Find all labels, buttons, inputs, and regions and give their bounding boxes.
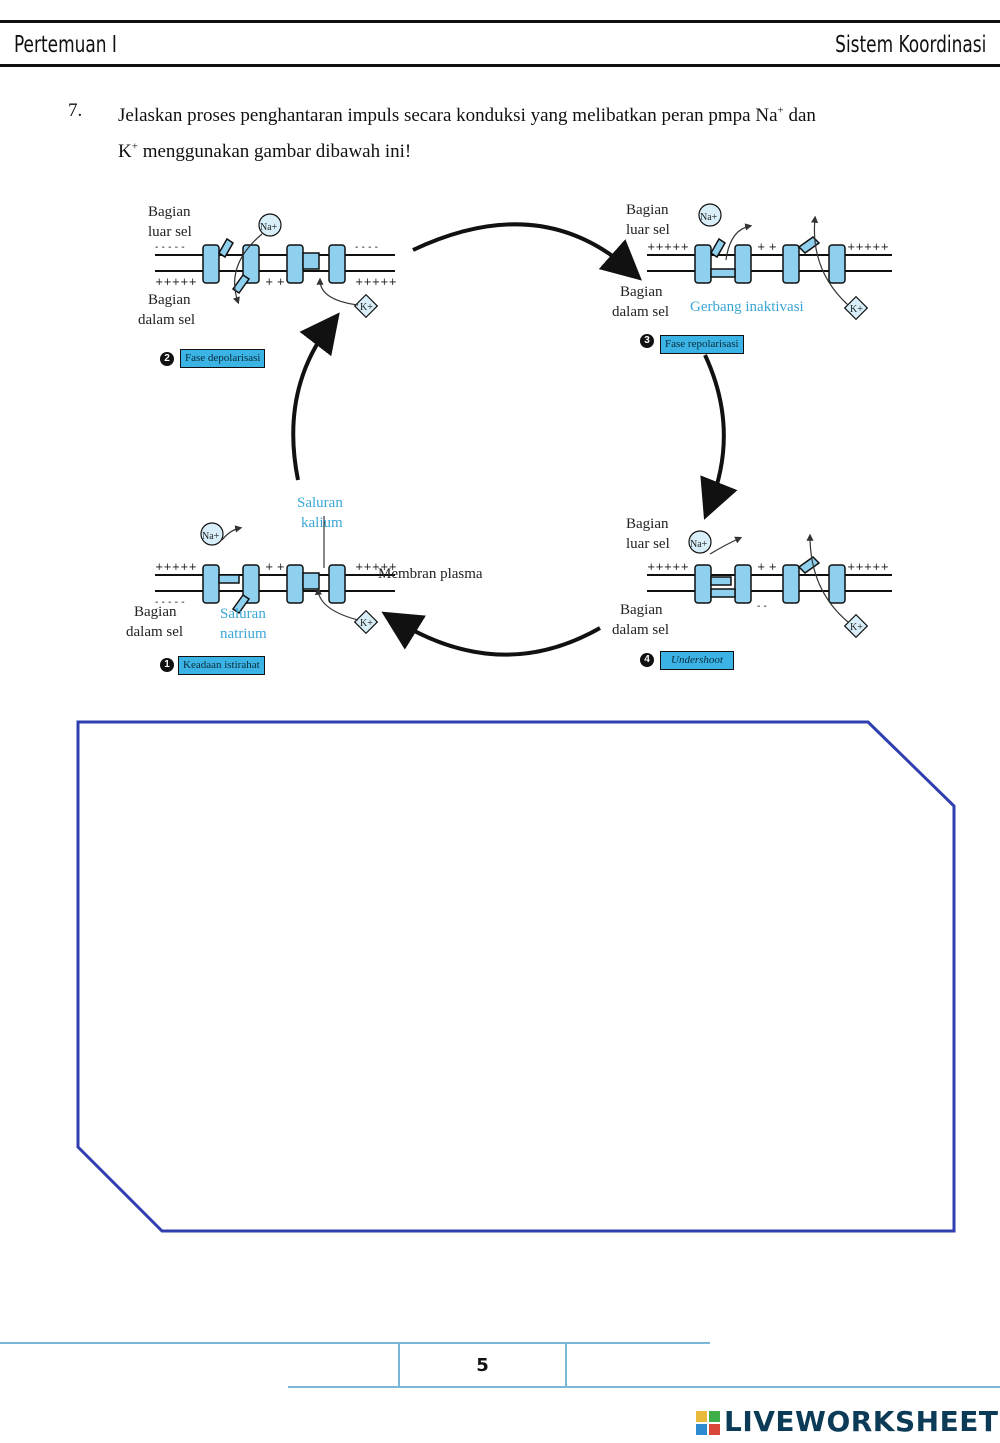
panel-2-na-ion: [258, 213, 282, 237]
svg-text:- - - - -: - - - - -: [155, 242, 185, 253]
panel-1-na-label: Na+: [202, 531, 220, 542]
question-number: 7.: [68, 100, 83, 121]
panel-4-phase-label: Undershoot: [660, 651, 734, 670]
footer-divider-left: [398, 1342, 400, 1388]
panel-3-k-label: K+: [850, 304, 863, 315]
svg-text:+++++: +++++: [155, 277, 197, 288]
cycle-arrow-1-to-2: [291, 312, 340, 481]
panel-2-membrane: - - - - - - - - - +++++ +++++ + +: [155, 237, 397, 295]
svg-text:+++++: +++++: [155, 562, 197, 573]
action-potential-figure: - - - - - - - - - +++++ +++++ + + +++++ …: [120, 190, 910, 690]
svg-text:+ +: + +: [757, 562, 777, 573]
question-line2: K+ menggunakan gambar dibawah ini!: [118, 140, 412, 162]
question-text: Jelaskan proses penghantaran impuls seca…: [118, 96, 954, 167]
panel-3-number: 3: [640, 334, 654, 348]
panel-2-k-ion: [353, 293, 379, 319]
panel-2-na-label: Na+: [260, 222, 278, 233]
svg-text:+++++: +++++: [847, 242, 889, 253]
panel-4-membrane: +++++ +++++ + + - -: [647, 556, 892, 612]
panel-3-na-label: Na+: [700, 212, 718, 223]
question-line1: Jelaskan proses penghantaran impuls seca…: [118, 105, 816, 127]
footer-rule-bottom: [288, 1386, 1000, 1388]
panel-2-number: 2: [160, 352, 174, 366]
cycle-arrow-3-to-4: [700, 354, 738, 520]
svg-text:+ +: + +: [265, 277, 285, 288]
panel-1-membrane-label: Membran plasma: [378, 566, 483, 582]
svg-text:- - - - -: - - - - -: [155, 597, 185, 608]
header-top-rule: [0, 20, 1000, 23]
footer-rule-top: [0, 1342, 710, 1344]
panel-3-na-ion: [698, 203, 722, 227]
panel-3-phase-label: Fase repolarisasi: [660, 335, 744, 354]
panel-4-k-label: K+: [850, 622, 863, 633]
cycle-diagram: - - - - - - - - - +++++ +++++ + + +++++ …: [155, 203, 892, 657]
svg-text:+++++: +++++: [355, 562, 397, 573]
panel-3-membrane: +++++ +++++ + +: [647, 236, 892, 284]
panel-4-na-label: Na+: [690, 539, 708, 550]
panel-2-phase-label: Fase depolarisasi: [180, 349, 266, 368]
panel-3-gate-label: Gerbang inaktivasi: [690, 299, 804, 315]
cycle-arrow-2-to-3: [412, 222, 642, 281]
panel-3-k-ion: [843, 295, 869, 321]
header-bottom-rule: [0, 64, 1000, 67]
panel-4-k-ion: [843, 613, 869, 639]
svg-text:+++++: +++++: [847, 562, 889, 573]
panel-1-membrane: +++++ +++++ + + - - - - -: [155, 562, 397, 615]
page-number: 5: [476, 1355, 489, 1376]
svg-text:+++++: +++++: [647, 242, 689, 253]
liveworksheets-wordmark: LIVEWORKSHEETS: [724, 1405, 1000, 1438]
panel-4-na-ion: [688, 530, 712, 554]
svg-text:- - - -: - - - -: [355, 242, 378, 253]
header-left-title: Pertemuan I: [14, 32, 117, 58]
svg-text:+++++: +++++: [647, 562, 689, 573]
panel-4-number: 4: [640, 653, 654, 667]
panel-1-phase-label: Keadaan istirahat: [178, 656, 265, 675]
svg-text:- -: - -: [757, 601, 767, 612]
svg-text:+ +: + +: [265, 562, 285, 573]
cycle-arrow-4-to-1: [381, 611, 601, 657]
footer-divider-right: [565, 1342, 567, 1388]
header-right-title: Sistem Koordinasi: [834, 32, 986, 58]
panel-1-k-ion: [353, 609, 379, 635]
panel-1-number: 1: [160, 658, 174, 672]
liveworksheets-logo-icon: [696, 1411, 720, 1435]
panel-2-k-label: K+: [360, 302, 373, 313]
panel-1-na-ion: [200, 522, 224, 546]
svg-text:+++++: +++++: [355, 277, 397, 288]
panel-1-k-label: K+: [360, 618, 373, 629]
svg-text:+ +: + +: [757, 242, 777, 253]
answer-textarea[interactable]: [110, 740, 924, 1209]
